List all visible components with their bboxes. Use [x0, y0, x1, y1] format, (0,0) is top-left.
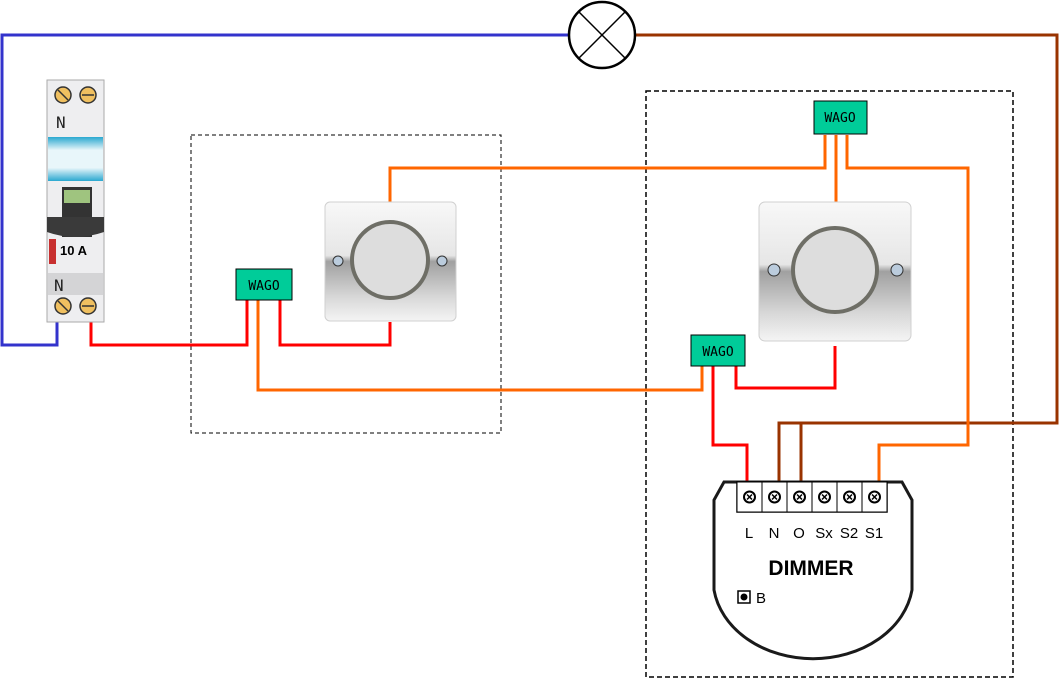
dimmer-button-label: B: [756, 590, 766, 607]
circuit-breaker: N 10 A N: [46, 79, 105, 323]
dimmer-terminal-label-S2: S2: [840, 525, 858, 542]
screw-cross: [821, 493, 828, 501]
wire-live-1: [89, 300, 249, 347]
dimmer-terminal-label-L: L: [745, 525, 753, 542]
screw-cross: [771, 493, 778, 501]
screw-cross: [871, 493, 878, 501]
wire-switch-1: [256, 300, 704, 392]
wire-lamp-return: [636, 33, 1059, 482]
wire-neutral: [0, 33, 568, 347]
wire-live-2: [278, 300, 392, 347]
dimmer-module: L N O Sx S2 S1 DIMMER B: [712, 480, 914, 661]
switch-box-left: [190, 134, 502, 434]
wago-connector-top: WAGO: [813, 100, 868, 135]
wago-connector-left: WAGO: [235, 268, 293, 301]
breaker-rating: 10 A: [60, 243, 88, 258]
screw-cross: [796, 493, 803, 501]
breaker-bottom-mark: N: [54, 276, 64, 295]
switch-box-right: [645, 90, 1014, 678]
dimmer-terminal-label-Sx: Sx: [815, 525, 833, 542]
svg-text:WAGO: WAGO: [824, 111, 855, 126]
svg-text:WAGO: WAGO: [248, 279, 279, 294]
push-button-switch-icon: [324, 201, 457, 322]
screw-cross: [846, 493, 853, 501]
wire-switch-4: [845, 135, 970, 482]
dimmer-terminal-label-N: N: [769, 525, 780, 542]
dimmer-terminal-label-O: O: [793, 525, 805, 542]
wire-switch-2: [388, 135, 827, 202]
dimmer-terminal-label-S1: S1: [865, 525, 883, 542]
wire-live-4: [734, 346, 837, 390]
wago-connector-bottom: WAGO: [690, 334, 746, 367]
push-button-switch-icon: [758, 201, 912, 342]
wire-live-3: [711, 366, 749, 482]
screw-cross: [746, 493, 753, 501]
dimmer-title: DIMMER: [768, 557, 853, 580]
breaker-top-mark: N: [56, 113, 66, 132]
svg-text:WAGO: WAGO: [702, 345, 733, 360]
lamp-cross-circle-icon: [567, 0, 637, 70]
